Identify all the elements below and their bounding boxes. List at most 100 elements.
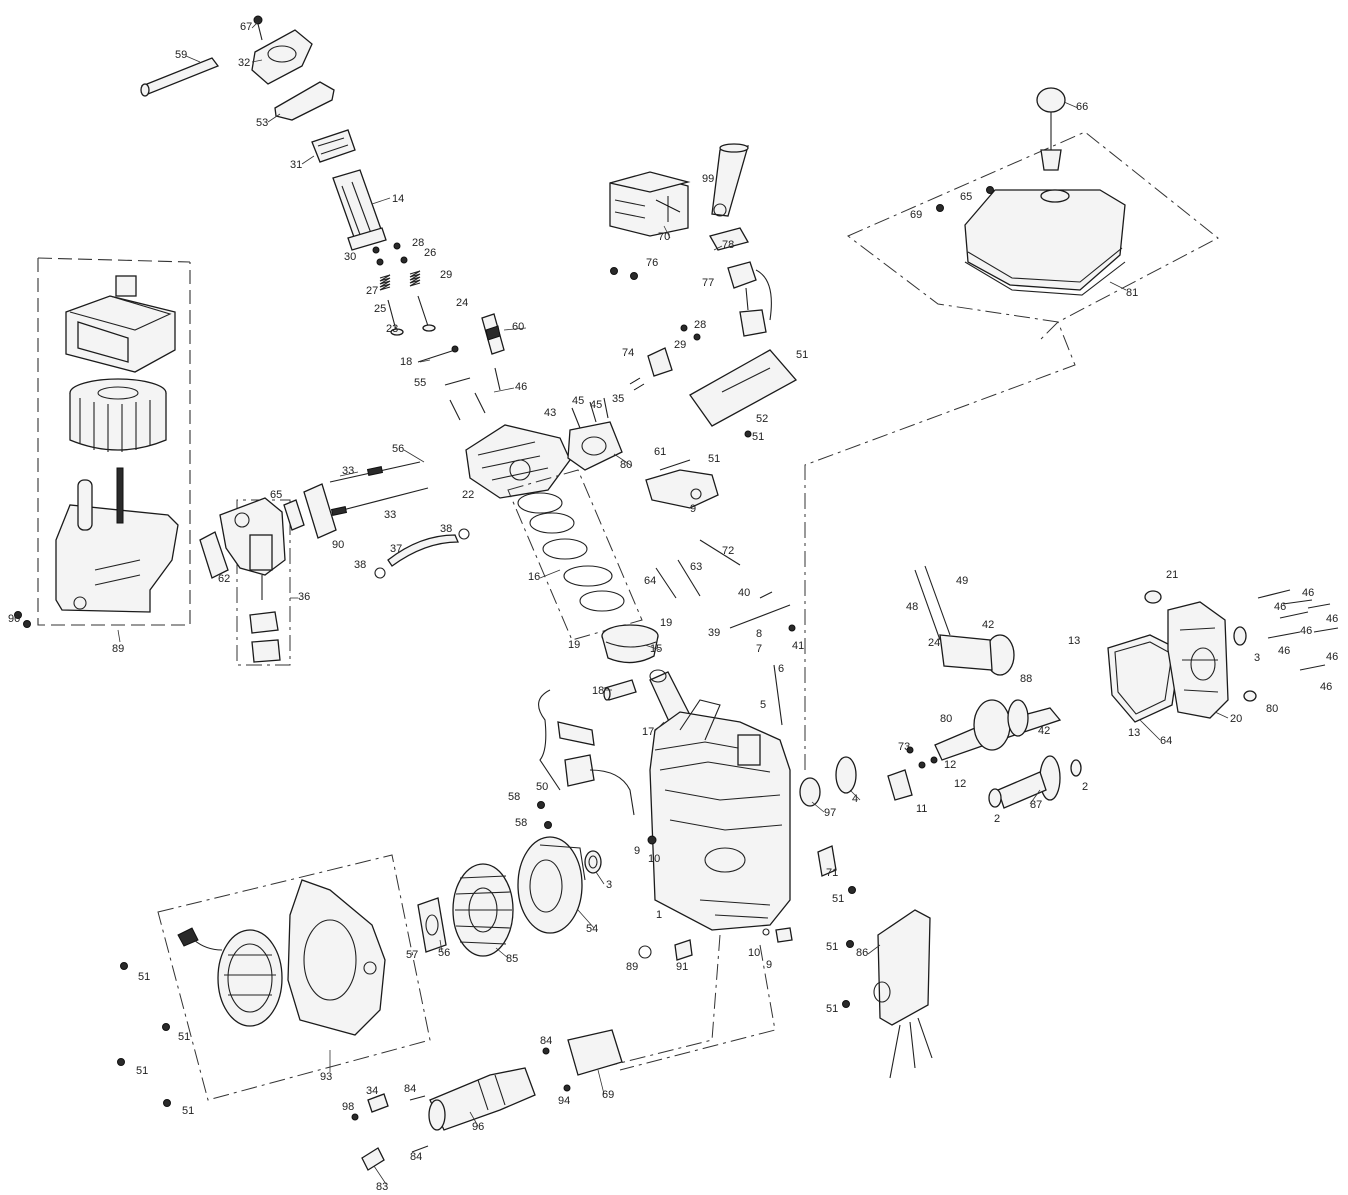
intake-studs: [329, 461, 429, 516]
label-88: 88: [1020, 673, 1032, 685]
piston: [601, 624, 659, 664]
throttle-rods: [655, 539, 741, 599]
label-33a: 33: [342, 465, 354, 477]
label-51h: 51: [178, 1031, 190, 1043]
recoil-starter-group-frame: [157, 854, 431, 1101]
rocker-arm-plate: [311, 129, 356, 163]
governor-control-bracket: [645, 459, 719, 509]
label-46b: 46: [1302, 587, 1314, 599]
oil-seal-front: [584, 850, 602, 874]
label-51e: 51: [826, 941, 838, 953]
label-53: 53: [256, 117, 268, 129]
carburetor-bowl: [249, 611, 281, 663]
label-51a: 51: [708, 453, 720, 465]
breather-pipe: [140, 57, 220, 97]
label-48: 48: [906, 601, 918, 613]
label-51f: 51: [826, 1003, 838, 1015]
fuel-tank: [964, 189, 1126, 296]
label-38b: 38: [440, 523, 452, 535]
label-80b: 80: [1266, 703, 1278, 715]
piston-rings: [507, 469, 643, 641]
crankcase-cover-gasket: [1107, 634, 1181, 723]
label-9: 9: [690, 503, 696, 515]
camshaft: [914, 565, 1015, 676]
label-27: 27: [366, 285, 378, 297]
label-61: 61: [654, 446, 666, 458]
label-57: 57: [406, 949, 418, 961]
label-93: 93: [320, 1071, 332, 1083]
spark-plug: [481, 313, 505, 355]
label-90a: 90: [332, 539, 344, 551]
label-24: 24: [456, 297, 468, 309]
label-17: 17: [642, 726, 654, 738]
camshaft-gear: [988, 755, 1082, 809]
label-9c: 9: [766, 959, 772, 971]
label-28: 28: [412, 237, 424, 249]
label-80a: 80: [620, 459, 632, 471]
crankcase-cover: [1144, 590, 1229, 719]
label-52: 52: [756, 413, 768, 425]
recoil-starter: [177, 927, 283, 1027]
label-92: 90: [8, 613, 20, 625]
label-64: 64: [644, 575, 656, 587]
label-12b: 12: [954, 778, 966, 790]
label-51b: 51: [796, 349, 808, 361]
label-45: 45: [572, 395, 584, 407]
fuel-cap: [1036, 87, 1066, 171]
crankshaft: [934, 699, 1062, 761]
label-46g: 46: [1326, 651, 1338, 663]
label-96: 96: [472, 1121, 484, 1133]
starter-bolts-lower: [351, 1093, 429, 1171]
label-81: 81: [1126, 287, 1138, 299]
label-9b: 9: [634, 845, 640, 857]
ignition-coil: [727, 261, 772, 337]
intake-insulator: [303, 483, 337, 539]
carburetor-group-frame: [236, 499, 291, 666]
label-77: 77: [702, 277, 714, 289]
label-63: 63: [690, 561, 702, 573]
label-65c: 69: [910, 209, 922, 221]
head-cover-gasket: [274, 81, 335, 121]
label-84b: 84: [540, 1035, 552, 1047]
label-58a: 58: [508, 791, 520, 803]
label-1: 1: [656, 909, 662, 921]
air-filter-element: [69, 378, 167, 452]
exhaust-studs: [571, 397, 609, 429]
label-60: 60: [512, 321, 524, 333]
assembly-connection-lines: [599, 321, 1076, 1071]
label-46a: 46: [515, 381, 527, 393]
label-32: 32: [238, 57, 250, 69]
label-87: 87: [1030, 799, 1042, 811]
label-8: 8: [756, 628, 762, 640]
cooling-fan: [452, 863, 514, 957]
piston-pin: [603, 679, 637, 701]
label-45b: 45: [590, 399, 602, 411]
oil-dipper-pipe: [538, 689, 595, 791]
governor-arm: [729, 591, 796, 726]
label-36: 36: [298, 591, 310, 603]
label-23: 23: [386, 323, 398, 335]
label-38a: 38: [354, 559, 366, 571]
label-14: 14: [392, 193, 404, 205]
starter-motor: [428, 1067, 536, 1131]
breather-tube: [374, 528, 470, 579]
valve-springs: [379, 270, 421, 291]
label-89b: 89: [626, 961, 638, 973]
label-5: 5: [760, 699, 766, 711]
label-89: 89: [112, 643, 124, 655]
label-85: 85: [506, 953, 518, 965]
muffler-protector: [689, 349, 798, 438]
label-12a: 12: [944, 759, 956, 771]
label-69: 69: [602, 1089, 614, 1101]
charge-coil: [537, 754, 635, 829]
rocker-bolts: [417, 345, 501, 421]
label-33b: 33: [384, 509, 396, 521]
starter-relay-bracket: [542, 1029, 623, 1092]
label-97: 97: [824, 807, 836, 819]
label-84a: 84: [404, 1083, 416, 1095]
label-35: 35: [612, 393, 624, 405]
label-19b: 19: [568, 639, 580, 651]
label-51g: 51: [138, 971, 150, 983]
label-72: 72: [722, 545, 734, 557]
label-46d: 46: [1326, 613, 1338, 625]
